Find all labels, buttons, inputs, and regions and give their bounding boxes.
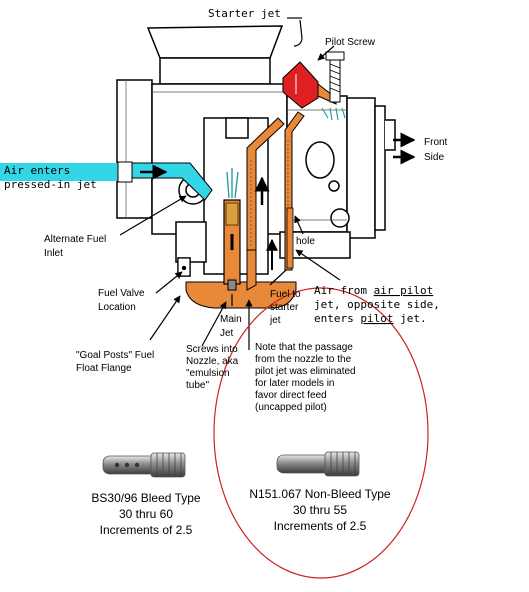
pilot-screw-icon (321, 51, 346, 121)
label-opposite-side: jet, opposite side, (314, 298, 440, 311)
label-goal-posts: "Goal Posts" Fuel (76, 350, 154, 361)
label-air-enters: Air enters (4, 164, 70, 177)
main-nozzle (223, 168, 241, 291)
pilot-feed-passage (246, 117, 285, 291)
label-emulsion: "emulsion (186, 368, 230, 379)
label-tube: tube" (186, 380, 209, 391)
pilot-spray-icon (321, 107, 346, 121)
bleed-jet-illustration (102, 452, 186, 478)
float-bowl-fuel (185, 281, 297, 309)
label-air-from: Air from air pilot (314, 284, 433, 297)
fuel-valve-screw-icon (177, 257, 191, 277)
main-jet-icon (227, 279, 237, 291)
pressed-in-air-jet-icon (117, 161, 133, 183)
non-bleed-jet-illustration (276, 451, 360, 477)
label-starter: starter (270, 302, 299, 313)
jet-1-type: BS30/96 Bleed Type (91, 491, 201, 505)
note-line-2: from the nozzle to the (255, 354, 352, 365)
jet-2-type: N151.067 Non-Bleed Type (249, 487, 391, 501)
note-line-6: (uncapped pilot) (255, 402, 327, 413)
note-line-5: favor direct feed (255, 390, 327, 401)
note-line-1: Note that the passage (255, 342, 353, 353)
label-alternate-fuel: Alternate Fuel (44, 234, 106, 245)
note-highlight-circle (213, 287, 429, 579)
note-line-4: for later models in (255, 378, 334, 389)
label-screws-into: Screws into (186, 344, 238, 355)
jet-1-increments: Increments of 2.5 (100, 523, 193, 537)
label-fuel-valve: Fuel Valve (98, 288, 145, 299)
jet-2-range: 30 thru 55 (293, 503, 347, 517)
note-line-3: pilot jet was eliminated (255, 366, 356, 377)
body-grid-lines (125, 80, 347, 221)
label-enters-pilot-jet: enters pilot jet. (314, 312, 427, 325)
nozzle-spray-icon (226, 168, 239, 199)
label-fuel-to: Fuel to (270, 289, 301, 300)
label-inlet: Inlet (44, 248, 63, 259)
front-side-arrows (393, 132, 416, 165)
air-pilot-tube (286, 207, 294, 269)
label-hole: hole (296, 236, 315, 247)
callout-lines (119, 17, 341, 350)
label-pressed-in-jet: pressed-in jet (4, 178, 97, 191)
jet-1-range: 30 thru 60 (119, 507, 173, 521)
label-jet: jet (269, 315, 281, 326)
label-starter-jet: Starter jet (208, 7, 281, 20)
label-main: Main (220, 314, 242, 325)
label-location: Location (98, 302, 136, 313)
label-pilot-screw: Pilot Screw (325, 37, 376, 48)
label-float-flange: Float Flange (76, 363, 132, 374)
label-front: Front (424, 137, 448, 148)
label-nozzle-aka: Nozzle, aka (186, 356, 239, 367)
label-side: Side (424, 152, 444, 163)
label-main-jet: Jet (220, 328, 234, 339)
jet-2-increments: Increments of 2.5 (274, 519, 367, 533)
